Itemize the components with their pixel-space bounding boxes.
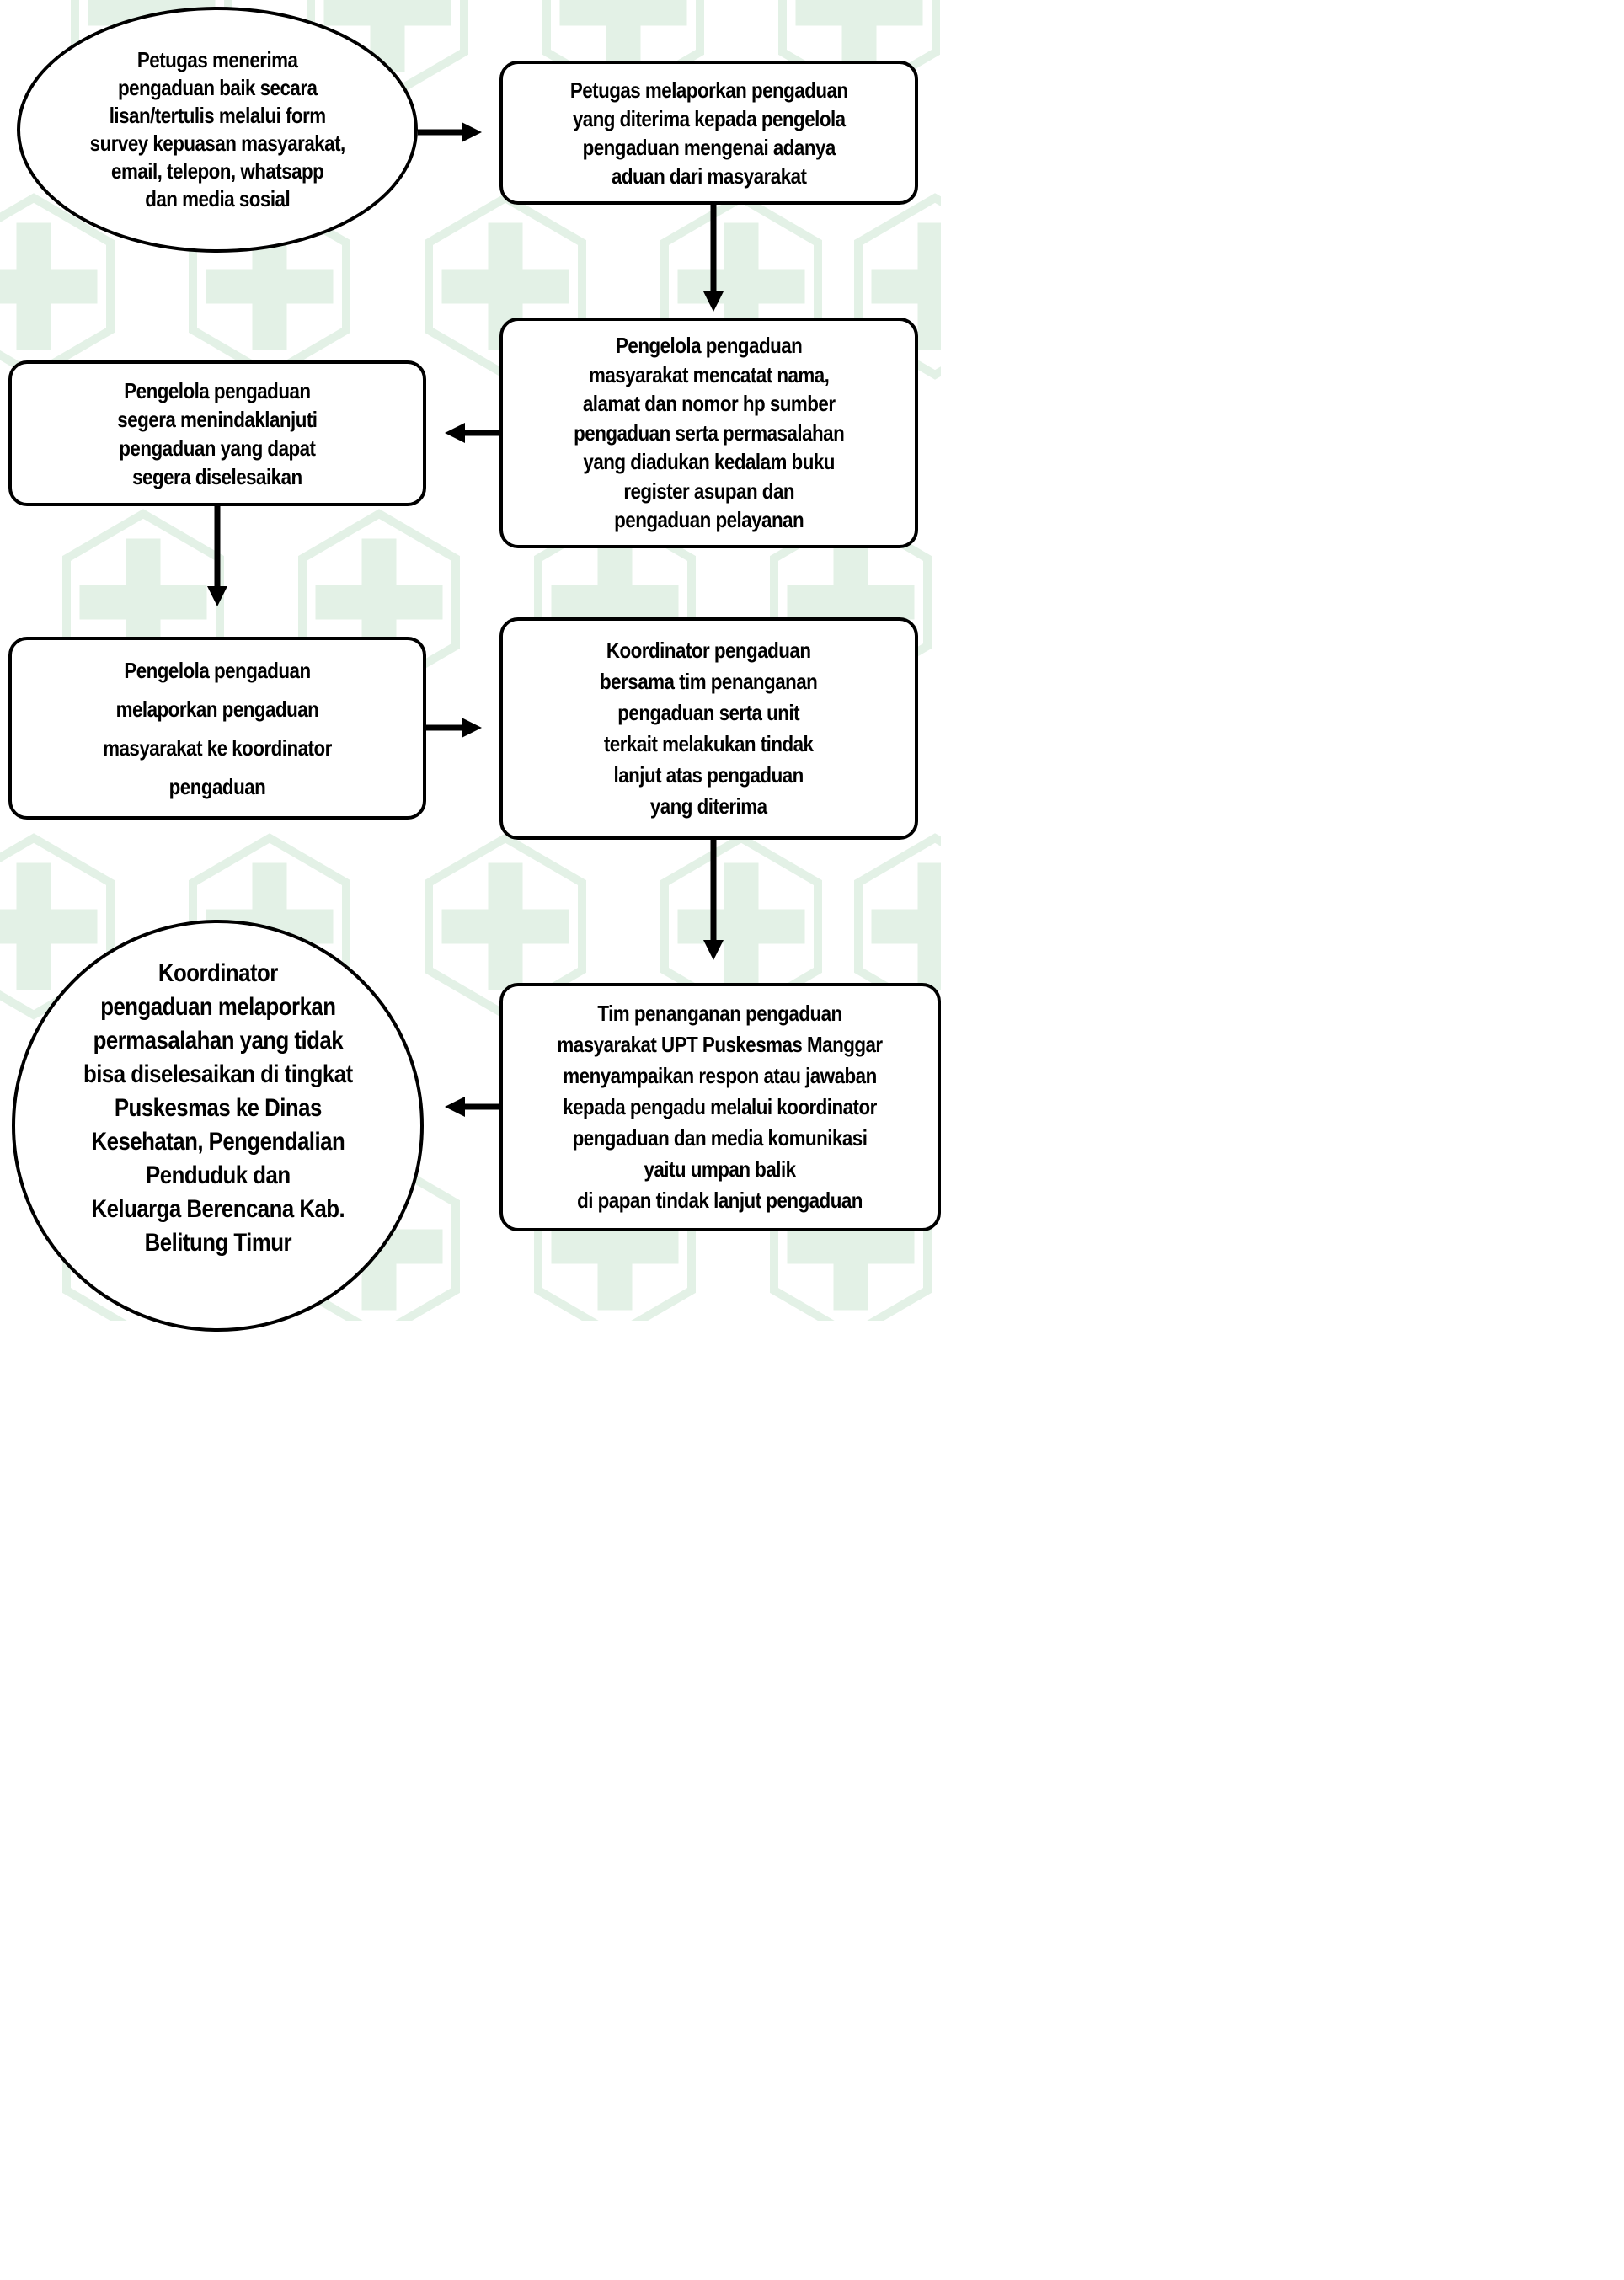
step-deliver-response-text: Tim penanganan pengaduan masyarakat UPT …	[557, 1001, 884, 1213]
step-escalate-to-district-text: Koordinator pengaduan melaporkan permasa…	[83, 958, 353, 1257]
step-report-to-manager-text: Petugas melaporkan pengaduan yang diteri…	[569, 77, 848, 189]
arrowhead-n2-n3	[703, 291, 724, 312]
step-record-complaint: Pengelola pengaduan masyarakat mencatat …	[499, 318, 918, 548]
flowchart: Petugas menerima pengaduan baik secara l…	[0, 0, 941, 1332]
step-receive-complaint: Petugas menerima pengaduan baik secara l…	[17, 7, 418, 253]
step-receive-complaint-text: Petugas menerima pengaduan baik secara l…	[89, 47, 345, 211]
step-record-complaint-text: Pengelola pengaduan masyarakat mencatat …	[573, 333, 845, 533]
step-deliver-response: Tim penanganan pengaduan masyarakat UPT …	[499, 983, 941, 1231]
step-immediate-follow-up: Pengelola pengaduan segera menindaklanju…	[8, 360, 426, 506]
arrowhead-n1-n2	[462, 122, 482, 142]
arrowhead-n5-n6	[462, 718, 482, 738]
step-escalate-to-district: Koordinator pengaduan melaporkan permasa…	[12, 920, 424, 1332]
arrowhead-n4-n5	[207, 586, 227, 606]
step-report-to-coordinator: Pengelola pengaduan melaporkan pengaduan…	[8, 637, 426, 820]
step-report-to-coordinator-text: Pengelola pengaduan melaporkan pengaduan…	[103, 657, 332, 799]
arrowhead-n3-n4	[445, 423, 465, 443]
step-report-to-manager: Petugas melaporkan pengaduan yang diteri…	[499, 61, 918, 205]
step-coordinator-follow-up-text: Koordinator pengaduan bersama tim penang…	[600, 638, 818, 819]
arrowhead-n6-n7	[703, 940, 724, 960]
arrowhead-n7-n8	[445, 1097, 465, 1117]
step-immediate-follow-up-text: Pengelola pengaduan segera menindaklanju…	[117, 377, 318, 489]
step-coordinator-follow-up: Koordinator pengaduan bersama tim penang…	[499, 617, 918, 840]
flow-arrows	[207, 122, 724, 1117]
